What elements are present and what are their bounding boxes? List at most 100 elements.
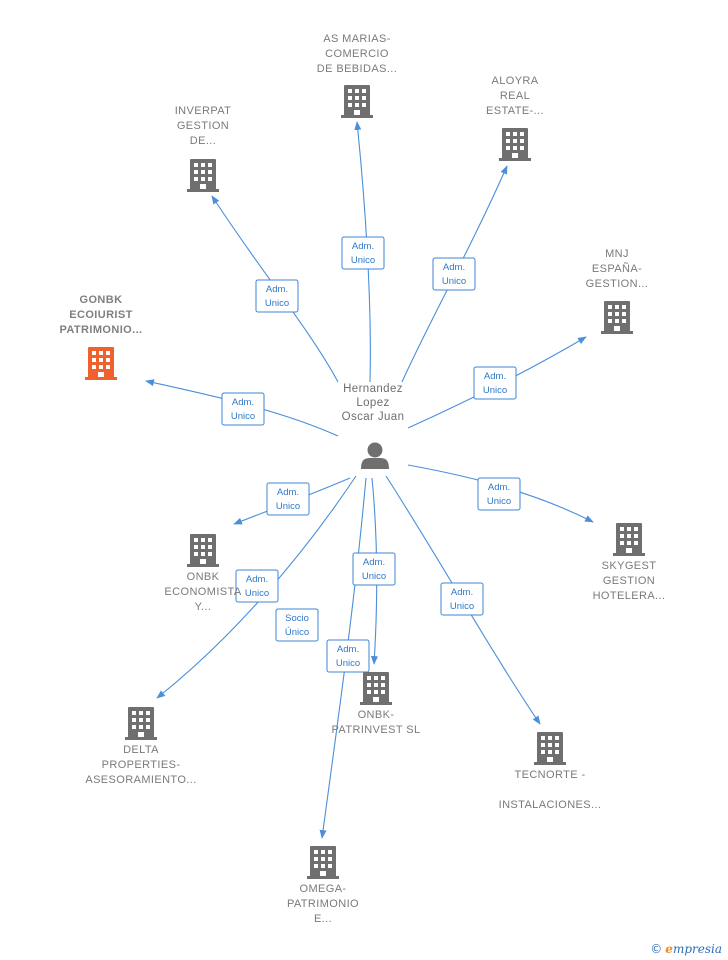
relation-label-text: Adm. — [232, 397, 254, 408]
relation-label-text: Unico — [442, 276, 466, 287]
company-name-line: INVERPAT — [175, 105, 232, 117]
building-icon — [341, 85, 373, 118]
company-name-line: OMEGA- — [299, 883, 346, 895]
person-icon — [361, 442, 389, 469]
company-name-line: ASESORAMIENTO... — [85, 774, 196, 786]
building-icon — [125, 707, 157, 740]
building-icon — [307, 846, 339, 879]
relation-label-text: Unico — [265, 298, 289, 309]
company-name-line: ALOYRA — [491, 75, 538, 87]
relation-label-text: Unico — [276, 501, 300, 512]
relation-label-box — [326, 639, 370, 673]
company-node-mnj[interactable]: MNJ ESPAÑA- GESTION... — [586, 248, 649, 334]
company-name-line: MNJ — [605, 248, 629, 260]
relation-label-box — [432, 257, 476, 291]
footer-brand[interactable]: ©empresia — [650, 942, 722, 956]
company-name-line: DE... — [190, 135, 216, 147]
company-name-line: REAL — [500, 90, 530, 102]
relation-label-aloyra[interactable]: Adm. Unico — [432, 257, 476, 291]
building-icon — [187, 534, 219, 567]
relation-label-text: Adm. — [451, 587, 473, 598]
relation-label-text: Adm. — [484, 371, 506, 382]
relation-label-box — [266, 482, 310, 516]
relation-label-inverpat[interactable]: Adm.Unico — [255, 279, 299, 313]
company-name-line: HOTELERA... — [593, 590, 666, 602]
relation-label-text: Adm. — [443, 262, 465, 273]
company-name-line: AS MARIAS- — [323, 33, 391, 45]
company-name-line: GESTION... — [586, 278, 649, 290]
relation-label-delta[interactable]: Adm.Unico — [235, 569, 279, 603]
relation-label-text: Único — [285, 627, 309, 638]
relation-label-as-marias[interactable]: Adm. Unico — [341, 236, 385, 270]
relation-label-text: Unico — [483, 385, 507, 396]
building-icon — [187, 159, 219, 192]
company-node-onbk-economista[interactable]: ONBKECONOMISTAY... — [164, 534, 241, 613]
company-name-line: TECNORTE - — [514, 769, 585, 781]
relation-label-tecnorte[interactable]: Adm. Unico — [440, 582, 484, 616]
relation-label-onbk-patrinvest[interactable]: Adm.Unico — [352, 552, 396, 586]
company-name-line: ONBK- — [358, 709, 395, 721]
relation-label-box — [473, 366, 517, 400]
relation-label-text: Adm. — [363, 557, 385, 568]
person-name-line: Oscar Juan — [342, 411, 405, 423]
company-node-omega[interactable]: OMEGA- PATRIMONIO E... — [287, 846, 359, 925]
relation-label-gonbk[interactable]: Adm. Unico — [221, 392, 265, 426]
company-name-line: ESPAÑA- — [592, 262, 642, 275]
company-name-line: DELTA — [123, 744, 159, 756]
relation-label-text: Unico — [231, 411, 255, 422]
company-name-line: COMERCIO — [325, 48, 389, 60]
company-node-inverpat[interactable]: INVERPAT GESTION DE... — [175, 105, 232, 192]
relation-label-box — [341, 236, 385, 270]
relation-label-text: Adm. — [277, 487, 299, 498]
relation-label-text: Adm. — [352, 241, 374, 252]
company-name-line: SKYGEST — [602, 560, 657, 572]
building-icon — [360, 672, 392, 705]
company-name-line: GONBK — [80, 294, 123, 306]
company-name-line: ONBK — [187, 571, 220, 583]
relation-label-text: Socio — [285, 613, 309, 624]
relation-label-box — [255, 279, 299, 313]
relation-label-skygest[interactable]: Adm.Unico — [477, 477, 521, 511]
relation-label-text: Unico — [245, 588, 269, 599]
edge-labels-layer: Adm.UnicoAdm.UnicoAdm.UnicoAdm.UnicoAdm.… — [221, 236, 521, 673]
company-name-line: PATRIMONIO — [287, 898, 359, 910]
relation-label-text: Adm. — [337, 644, 359, 655]
company-node-skygest[interactable]: SKYGEST GESTION HOTELERA... — [593, 523, 666, 602]
relation-label-box — [352, 552, 396, 586]
building-icon — [85, 347, 117, 380]
relation-label-text: Unico — [336, 658, 360, 669]
relation-label-omega[interactable]: Adm. Unico — [326, 639, 370, 673]
company-node-delta[interactable]: DELTAPROPERTIES-ASESORAMIENTO... — [85, 707, 196, 786]
relation-label-text: Unico — [450, 601, 474, 612]
company-name-line: PATRINVEST SL — [332, 724, 421, 736]
building-icon — [613, 523, 645, 556]
company-node-onbk-patrinvest[interactable]: ONBK- PATRINVEST SL — [332, 672, 421, 736]
relation-label-box — [477, 477, 521, 511]
company-name-line: PATRIMONIO... — [59, 324, 142, 336]
copyright-icon: © — [650, 942, 663, 956]
company-node-gonbk[interactable]: GONBKECOIURISTPATRIMONIO... — [59, 294, 142, 380]
person-name-line: Lopez — [356, 397, 389, 409]
company-name-line: GESTION — [603, 575, 655, 587]
company-name-line: GESTION — [177, 120, 229, 132]
company-node-aloyra[interactable]: ALOYRA REAL ESTATE-... — [486, 75, 544, 161]
relation-label-mnj[interactable]: Adm. Unico — [473, 366, 517, 400]
company-node-tecnorte[interactable]: TECNORTE -INSTALACIONES... — [499, 732, 602, 811]
relation-label-text: Unico — [487, 496, 511, 507]
relation-label-box — [235, 569, 279, 603]
relation-label-text: Unico — [351, 255, 375, 266]
brand-logo-name: mpresia — [672, 942, 722, 956]
company-name-line: ECONOMISTA — [164, 586, 241, 598]
company-name-line: ESTATE-... — [486, 105, 544, 117]
relation-label-onbk-economista[interactable]: Adm. Unico — [266, 482, 310, 516]
relation-label-box — [221, 392, 265, 426]
relation-label-box — [440, 582, 484, 616]
building-icon — [534, 732, 566, 765]
company-name-line: E... — [314, 913, 332, 925]
relation-label-box — [275, 608, 319, 642]
